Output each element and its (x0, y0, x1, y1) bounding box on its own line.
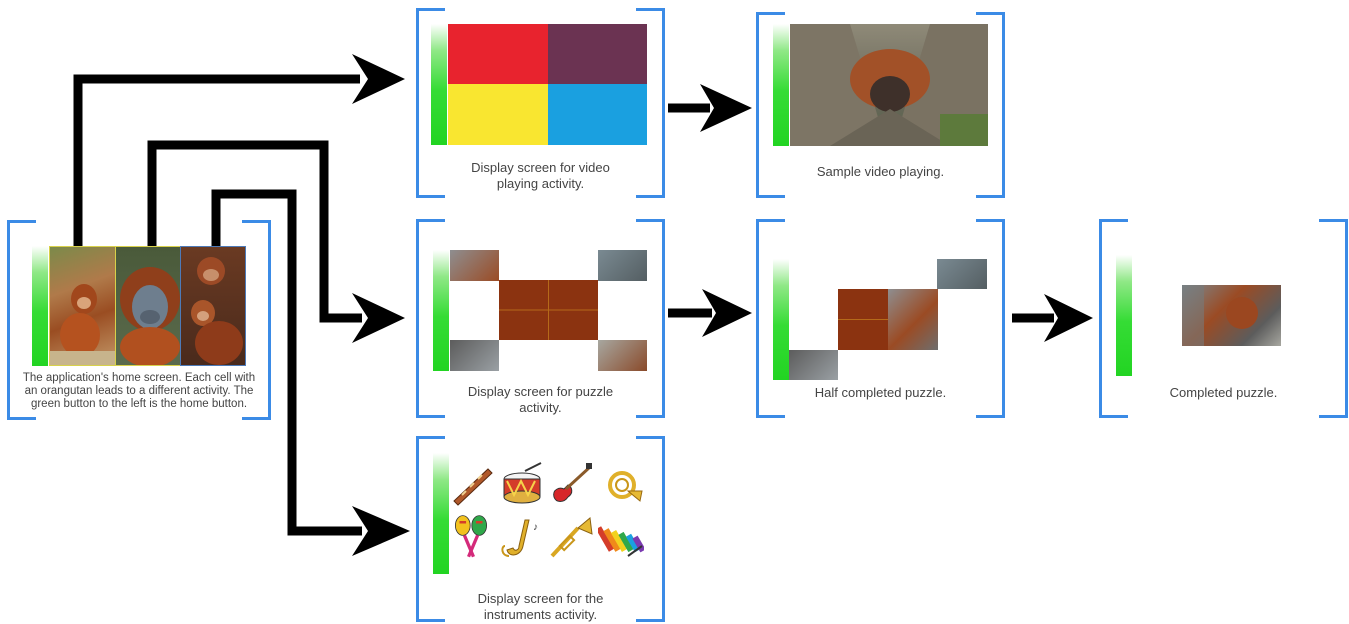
bracket-left (416, 219, 445, 418)
home-button[interactable] (431, 24, 447, 145)
puzzle-piece-top-right[interactable] (598, 250, 647, 281)
bracket-right (636, 8, 665, 198)
orangutan-photo-1 (50, 284, 116, 365)
video-cell-red[interactable] (448, 24, 548, 84)
video-cell-blue[interactable] (548, 84, 647, 145)
home-button[interactable] (433, 453, 449, 574)
bracket-left (7, 220, 36, 420)
puzzle-grid (499, 280, 598, 340)
french-horn-icon[interactable] (598, 461, 644, 507)
puzzle-piece-top-left[interactable] (450, 250, 499, 281)
puzzle-done-panel: Completed puzzle. (1099, 219, 1348, 418)
orangutan-photo-3 (191, 257, 243, 365)
puzzle-piece-bottom-right[interactable] (598, 340, 647, 371)
video-menu-caption: Display screen for video playing activit… (471, 160, 610, 191)
bracket-left (416, 436, 445, 622)
svg-text:♪: ♪ (533, 522, 538, 533)
trumpet-icon[interactable] (548, 516, 594, 562)
puzzle-piece-bottom-left[interactable] (789, 350, 838, 380)
video-frame (790, 24, 988, 146)
orangutan-cell-instruments[interactable] (180, 246, 246, 366)
arrowhead-puzzle (352, 293, 405, 343)
bracket-right (976, 12, 1005, 198)
arrowhead-video (352, 54, 405, 104)
saxophone-icon[interactable]: ♪ (499, 516, 545, 562)
puzzle-caption: Display screen for puzzle activity. (467, 384, 614, 415)
home-caption: The application's home screen. Each cell… (22, 372, 256, 410)
orangutan-photo-2 (120, 267, 180, 365)
drum-icon[interactable] (499, 461, 545, 507)
puzzle-done-caption: Completed puzzle. (1169, 385, 1278, 400)
video-playing-panel: Sample video playing. (756, 12, 1005, 198)
arrowhead-puzzle-half (702, 289, 752, 337)
puzzle-panel: Display screen for puzzle activity. (416, 219, 665, 418)
orangutan-cell-video[interactable] (49, 246, 117, 366)
arrowhead-video-playing (700, 84, 752, 132)
bracket-right (636, 219, 665, 418)
puzzle-board[interactable] (499, 280, 598, 340)
home-button[interactable] (433, 250, 449, 371)
home-screen-panel: The application's home screen. Each cell… (7, 220, 271, 420)
maracas-icon[interactable] (448, 514, 494, 560)
bracket-left (756, 12, 785, 198)
puzzle-board-left[interactable] (838, 289, 888, 350)
puzzle-board-right-filled (888, 289, 938, 350)
arrowhead-instruments (352, 506, 410, 556)
video-cell-purple[interactable] (548, 24, 647, 84)
bracket-left (756, 219, 785, 418)
bracket-right (1319, 219, 1348, 418)
video-playing-caption: Sample video playing. (816, 164, 945, 179)
puzzle-half-caption: Half completed puzzle. (814, 385, 947, 400)
orangutan-photo-completed (1182, 285, 1258, 346)
xylophone-icon[interactable] (598, 516, 644, 562)
puzzle-grid (838, 319, 888, 320)
bracket-right (636, 436, 665, 622)
puzzle-piece-bottom-left[interactable] (450, 340, 499, 371)
home-button[interactable] (773, 259, 789, 380)
home-button[interactable] (773, 24, 789, 146)
puzzle-half-panel: Half completed puzzle. (756, 219, 1005, 418)
didgeridoo-icon[interactable] (448, 461, 494, 507)
puzzle-piece-top-right[interactable] (937, 259, 987, 289)
bracket-left (416, 8, 445, 198)
arrowhead-puzzle-done (1044, 294, 1093, 342)
home-button[interactable] (32, 246, 48, 366)
completed-puzzle-image (1182, 285, 1281, 346)
electric-guitar-icon[interactable] (548, 461, 594, 507)
home-button[interactable] (1116, 255, 1132, 376)
orangutan-cell-puzzle[interactable] (115, 246, 182, 366)
instruments-caption: Display screen for the instruments activ… (477, 591, 604, 622)
bracket-right (976, 219, 1005, 418)
bracket-left (1099, 219, 1128, 418)
orangutan-in-hammock-image (790, 24, 988, 146)
video-cell-yellow[interactable] (448, 84, 548, 145)
instruments-panel: ♪ Display screen for the instruments act… (416, 436, 665, 622)
video-menu-panel: Display screen for video playing activit… (416, 8, 665, 198)
